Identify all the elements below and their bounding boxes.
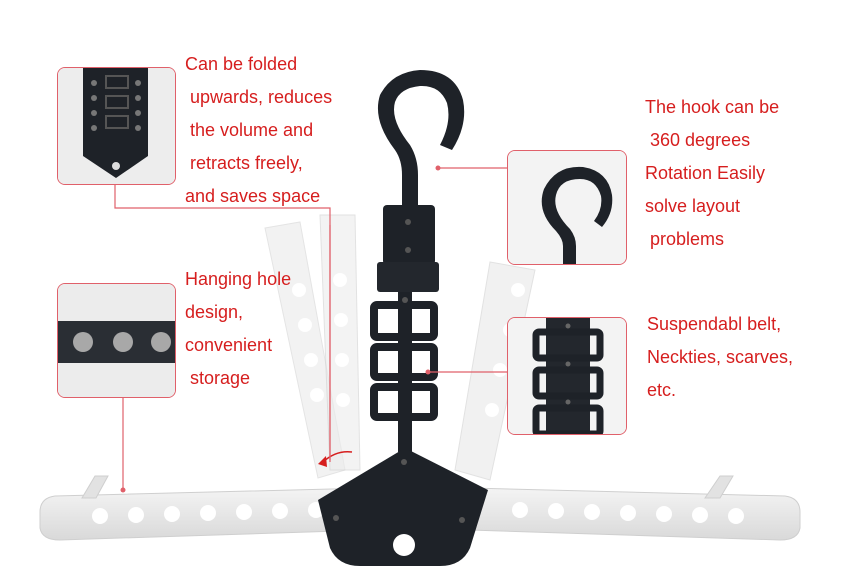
fold-caption-line: Can be folded [185, 54, 298, 74]
belt-caption: Suspendabl belt, Neckties, scarves, etc. [647, 308, 793, 407]
hook-detail-callout [507, 150, 627, 265]
fold-detail-callout [57, 67, 176, 185]
fold-caption-line: and saves space [185, 186, 321, 206]
belt-caption-line: Suspendabl belt, [647, 314, 782, 334]
base-plate [318, 448, 488, 566]
fold-caption-line: upwards, reduces [185, 87, 333, 107]
hook-caption-line: problems [645, 229, 725, 249]
fold-caption: Can be folded upwards, reduces the volum… [185, 48, 332, 213]
belt-caption-line: etc. [647, 380, 677, 400]
rotation-arrow-icon [318, 450, 353, 467]
hole-caption-line: storage [185, 368, 251, 388]
hook-caption-line: solve layout [645, 196, 741, 216]
hole-caption-line: convenient [185, 335, 273, 355]
hook-caption-line: 360 degrees [645, 130, 751, 150]
belt-caption-line: Neckties, scarves, [647, 347, 794, 367]
left-arm-raised-faded [264, 221, 346, 479]
fold-caption-line: the volume and [185, 120, 314, 140]
hole-detail-callout [57, 283, 176, 398]
belt-detail-callout [507, 317, 627, 435]
hook-caption-line: Rotation Easily [645, 163, 766, 183]
right-arm-horizontal [469, 475, 801, 541]
hook-caption-line: The hook can be [645, 97, 780, 117]
base-hole [393, 534, 415, 556]
central-column [370, 205, 439, 452]
hook-caption: The hook can be 360 degrees Rotation Eas… [645, 91, 779, 256]
leader-lines [114, 167, 507, 488]
fold-caption-line: retracts freely, [185, 153, 303, 173]
hole-caption-line: Hanging hole [185, 269, 292, 289]
hook [377, 70, 465, 212]
hole-caption: Hanging hole design, convenient storage [185, 263, 291, 395]
hole-caption-line: design, [185, 302, 244, 322]
